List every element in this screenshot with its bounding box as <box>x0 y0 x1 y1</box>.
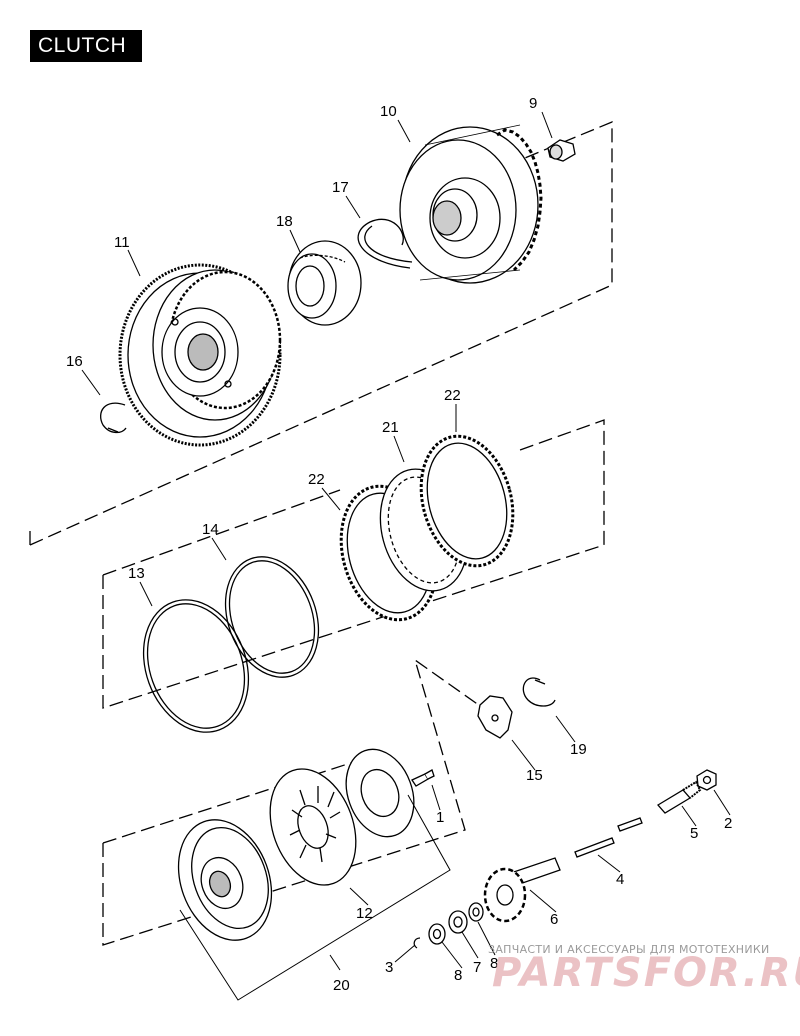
callout-13: 13 <box>128 565 145 582</box>
part-8-washer-b <box>468 902 484 922</box>
page-title: CLUTCH <box>30 30 142 62</box>
callout-7: 7 <box>473 959 481 976</box>
callout-2: 2 <box>724 815 732 832</box>
callout-22-rear: 22 <box>444 387 461 404</box>
part-12-diaphragm-spring <box>269 768 357 886</box>
part-6-inner-ramp <box>483 857 561 923</box>
part-14-ring <box>224 556 320 678</box>
part-10-clutch-hub <box>399 124 543 284</box>
part-16-snap-ring <box>100 402 127 434</box>
callout-1: 1 <box>436 809 444 826</box>
callout-6: 6 <box>550 911 558 928</box>
part-20-hub-assembly <box>177 819 273 941</box>
part-9-nut <box>547 139 576 162</box>
callout-21: 21 <box>382 419 399 436</box>
callout-10: 10 <box>380 103 397 120</box>
callout-18: 18 <box>276 213 293 230</box>
callout-8-lower: 8 <box>454 967 462 984</box>
callout-14: 14 <box>202 521 219 538</box>
part-2-nut <box>696 769 717 791</box>
callout-8-upper: 8 <box>490 955 498 972</box>
part-13-ring <box>142 599 250 733</box>
callout-15: 15 <box>526 767 543 784</box>
part-5-adjusting-screw <box>656 780 702 814</box>
callout-5: 5 <box>690 825 698 842</box>
dashed-axis-upper <box>29 121 613 546</box>
callout-9: 9 <box>529 95 537 112</box>
part-18-bearing <box>287 240 362 326</box>
part-3-retaining-ring <box>413 937 421 949</box>
callout-19: 19 <box>570 741 587 758</box>
callout-11: 11 <box>114 234 130 251</box>
dashed-frame-middle <box>102 419 605 709</box>
part-22-friction-plate-rear <box>419 434 515 568</box>
watermark-text: ЗАПЧАСТИ И АКСЕССУАРЫ ДЛЯ МОТОТЕХНИКИ <box>488 943 770 956</box>
callout-22-front: 22 <box>308 471 325 488</box>
part-19-retaining-ring <box>522 677 556 707</box>
callout-17: 17 <box>332 179 349 196</box>
callout-16: 16 <box>66 353 83 370</box>
callout-3: 3 <box>385 959 393 976</box>
part-11-clutch-shell <box>118 263 282 447</box>
part-8-washer-a <box>428 923 446 945</box>
dashed-frame-lower <box>102 658 501 946</box>
pressure-plate <box>345 748 415 838</box>
watermark-logo: PARTSFOR.RU <box>492 950 800 996</box>
part-7-bearing <box>448 910 468 934</box>
callout-4: 4 <box>616 871 624 888</box>
part-15-cam <box>477 695 513 739</box>
part-1-bolt <box>411 769 435 787</box>
callout-20: 20 <box>333 977 350 994</box>
part-4-push-rod <box>574 817 643 858</box>
callout-12: 12 <box>356 905 373 922</box>
part-17-retaining-ring <box>357 218 413 269</box>
